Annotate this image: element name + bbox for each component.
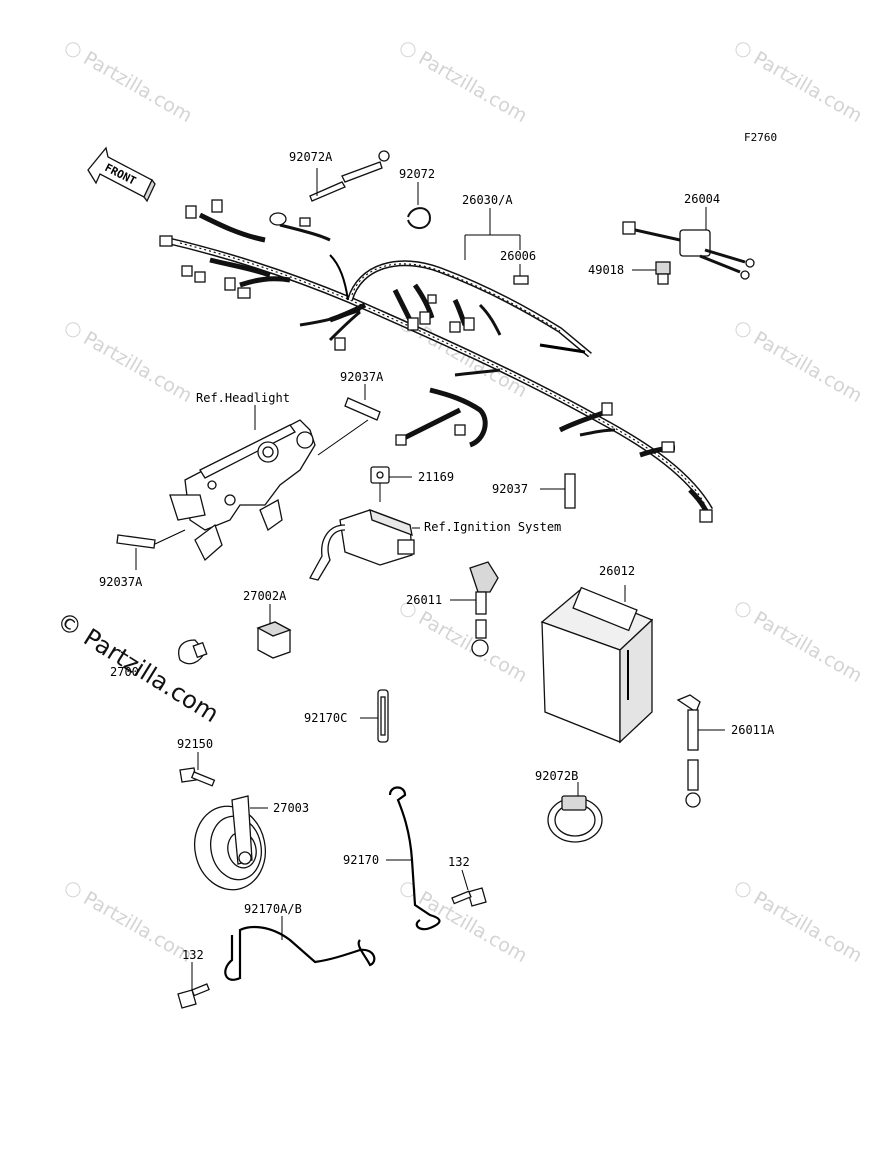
connector <box>299 217 311 227</box>
leader-lines-26030 <box>464 208 521 276</box>
callout-26006: 26006 <box>500 249 536 263</box>
callout-92170AB: 92170A/B <box>244 902 302 916</box>
callout-49018: 49018 <box>588 263 624 277</box>
strap-92037A-top <box>317 384 381 456</box>
connector <box>395 434 407 446</box>
connector <box>601 402 613 416</box>
strap-92170C <box>360 689 389 743</box>
clamp-92072B <box>547 782 603 843</box>
connector <box>513 275 529 285</box>
callout-92072: 92072 <box>399 167 435 181</box>
harness-connectors <box>159 199 713 523</box>
connector <box>661 441 675 453</box>
callout-132-left: 132 <box>182 948 204 962</box>
callout-92170C: 92170C <box>304 711 347 725</box>
callout-26012: 26012 <box>599 564 635 578</box>
stay-92170 <box>386 786 441 931</box>
watermark-text: Partzilla.com <box>80 47 196 127</box>
band-92072 <box>407 182 432 229</box>
callout-92037A-top: 92037A <box>340 370 384 384</box>
battery-26012 <box>540 585 654 744</box>
connector <box>237 287 251 299</box>
connector <box>334 337 346 351</box>
relay-27002A <box>256 604 292 659</box>
connector <box>269 212 287 226</box>
headlight-bracket <box>169 405 316 562</box>
callout-92037: 92037 <box>492 482 528 496</box>
connector <box>407 317 419 331</box>
connector <box>427 294 437 304</box>
watermark-text: Partzilla.com <box>750 47 866 127</box>
connector <box>463 317 475 331</box>
watermark-text: Partzilla.com <box>80 327 196 407</box>
watermark-text: Partzilla.com <box>750 327 866 407</box>
bolt-92150 <box>179 752 216 787</box>
watermark-text: Partzilla.com <box>415 47 531 127</box>
cable-26011A <box>676 694 725 808</box>
connector <box>419 311 431 325</box>
cable-26011 <box>450 561 499 657</box>
watermark-text: Partzilla.com <box>750 607 866 687</box>
connector <box>159 235 173 247</box>
watermark-text: Partzilla.com <box>80 887 196 967</box>
callout-26030A: 26030/A <box>462 193 513 207</box>
figure-code: F2760 <box>744 131 777 144</box>
callout-26011A: 26011A <box>731 723 775 737</box>
callout-ref-headlight: Ref.Headlight <box>196 391 290 405</box>
callout-26004: 26004 <box>684 192 720 206</box>
callout-27003: 27003 <box>273 801 309 815</box>
cable-tie-92072A <box>309 150 390 202</box>
connector <box>699 509 713 523</box>
main-wiring-harness <box>164 212 714 517</box>
callout-92170: 92170 <box>343 853 379 867</box>
relay-26004 <box>622 207 755 280</box>
connector <box>454 424 466 436</box>
callout-labels: 92072A 92072 26030/A 26006 26004 49018 R… <box>99 150 775 962</box>
callout-92037A-bottom: 92037A <box>99 575 143 589</box>
connector <box>181 265 193 277</box>
callout-21169: 21169 <box>418 470 454 484</box>
front-direction-arrow: FRONT <box>87 146 156 203</box>
ignition-coil <box>309 508 420 581</box>
connector <box>185 205 197 219</box>
callout-27002A: 27002A <box>243 589 287 603</box>
bolt-132-right <box>451 869 487 907</box>
stay-92170AB <box>224 916 376 981</box>
connector <box>194 271 206 283</box>
connector <box>224 277 236 291</box>
connector <box>211 199 223 213</box>
clip-21169 <box>370 466 412 502</box>
callout-92150: 92150 <box>177 737 213 751</box>
strap-92037 <box>540 473 576 509</box>
fuse-49018 <box>632 261 671 285</box>
strap-92037A-bottom <box>116 529 186 570</box>
bolt-132-left <box>177 962 210 1009</box>
callout-26011: 26011 <box>406 593 442 607</box>
callout-27002-partial: 2700 <box>110 665 139 679</box>
watermark-text: Partzilla.com <box>750 887 866 967</box>
callout-92072A: 92072A <box>289 150 333 164</box>
callout-132-right: 132 <box>448 855 470 869</box>
callout-ref-ignition: Ref.Ignition System <box>424 520 561 534</box>
small-bracket-partial <box>178 639 208 665</box>
horn-27003 <box>194 795 268 891</box>
connector <box>449 321 461 333</box>
callout-92072B: 92072B <box>535 769 578 783</box>
